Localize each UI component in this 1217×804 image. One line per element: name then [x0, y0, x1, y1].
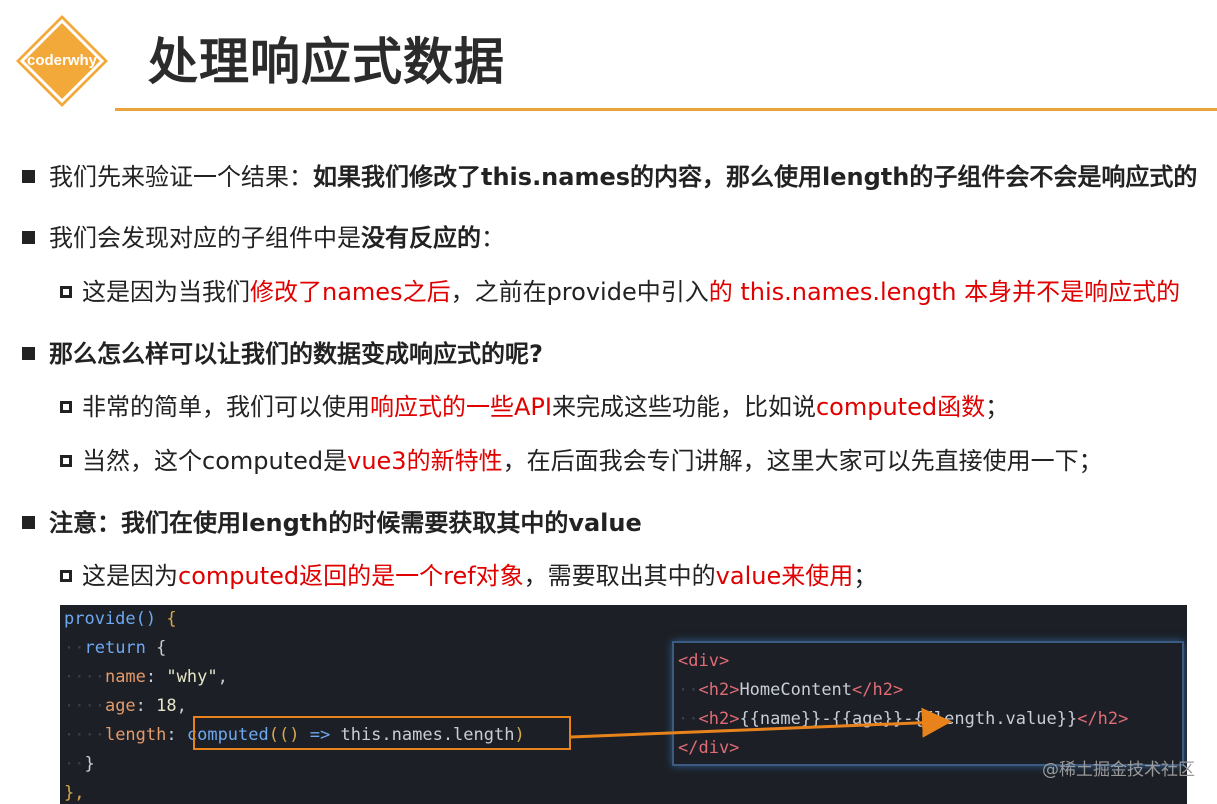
tpl-line-h2-2: ··<h2>{{name}}-{{age}}-{{length.value}}<…	[678, 709, 1129, 729]
line-text: 非常的简单，我们可以使用	[82, 393, 370, 421]
template-box	[672, 641, 1184, 766]
line-text: 这是因为	[82, 562, 178, 590]
code-line-provide: provide() {	[64, 609, 177, 629]
line-text: 当然，这个computed是	[82, 447, 348, 475]
line-text-red: 的 this.names.length 本身并不是响应式的	[708, 278, 1181, 306]
sub-bullet-line-2: 非常的简单，我们可以使用响应式的一些API来完成这些功能，比如说computed…	[60, 387, 1009, 422]
square-bullet-icon	[22, 347, 35, 360]
line-text-bold: 如果我们修改了this.names的内容，那么使用length的子组件会不会是响…	[313, 163, 1198, 191]
code-line-age: ····age: 18,	[64, 696, 187, 716]
line-text: ；	[985, 393, 1010, 421]
sub-bullet-line-3: 当然，这个computed是vue3的新特性，在后面我会专门讲解，这里大家可以先…	[60, 441, 1103, 476]
hollow-square-bullet-icon	[60, 286, 72, 298]
line-text: 来完成这些功能，比如说	[551, 393, 816, 421]
tpl-line-div-close: </div>	[678, 738, 740, 758]
line-text-bold: 没有反应的	[361, 224, 481, 252]
line-text-red: 修改了names之后	[250, 278, 451, 306]
line-text: ，之前在provide中引入	[450, 278, 709, 306]
line-text-red: vue3的新特性	[347, 447, 503, 475]
title-underline	[115, 108, 1217, 111]
watermark: @稀土掘金技术社区	[1042, 760, 1195, 780]
logo-diamond-icon	[16, 15, 108, 107]
page-title: 处理响应式数据	[148, 33, 505, 91]
line-text-red: computed返回的是一个ref对象	[178, 562, 524, 590]
square-bullet-icon	[22, 170, 35, 183]
line-text-bold: 注意：我们在使用length的时候需要获取其中的value	[49, 509, 642, 537]
sub-bullet-line-1: 这是因为当我们修改了names之后，之前在provide中引入的 this.na…	[60, 272, 1180, 307]
line-text: ，需要取出其中的	[523, 562, 716, 590]
bullet-line-2: 我们会发现对应的子组件中是没有反应的：	[22, 218, 505, 253]
sub-bullet-line-4: 这是因为computed返回的是一个ref对象，需要取出其中的value来使用；	[60, 556, 877, 591]
line-text: 我们先来验证一个结果：	[49, 163, 313, 191]
hollow-square-bullet-icon	[60, 455, 72, 467]
bullet-line-3: 那么怎么样可以让我们的数据变成响应式的呢?	[22, 334, 543, 369]
coderwhy-logo: coderwhy	[14, 13, 110, 109]
line-text-bold: 那么怎么样可以让我们的数据变成响应式的呢?	[49, 340, 543, 368]
line-text: ；	[853, 562, 878, 590]
code-line-close-outer: },	[64, 783, 85, 803]
code-line-return: ··return {	[64, 638, 167, 658]
hollow-square-bullet-icon	[60, 401, 72, 413]
square-bullet-icon	[22, 516, 35, 529]
line-text-red: value来使用	[715, 562, 854, 590]
line-text-red: 响应式的一些API	[370, 393, 552, 421]
arrow-icon	[570, 707, 952, 739]
computed-highlight-box	[193, 716, 571, 750]
line-text: ：	[481, 224, 505, 252]
hollow-square-bullet-icon	[60, 570, 72, 582]
line-text: ，在后面我会专门讲解，这里大家可以先直接使用一下；	[502, 447, 1103, 475]
tpl-line-div-open: <div>	[678, 651, 730, 671]
bullet-line-1: 我们先来验证一个结果：如果我们修改了this.names的内容，那么使用leng…	[22, 157, 1197, 192]
line-text: 我们会发现对应的子组件中是	[49, 224, 361, 252]
bullet-line-4: 注意：我们在使用length的时候需要获取其中的value	[22, 503, 642, 538]
code-line-name: ····name: "why",	[64, 667, 228, 687]
code-screenshot: provide() { ··return { ····name: "why", …	[60, 605, 1187, 804]
line-text: 这是因为当我们	[82, 278, 250, 306]
square-bullet-icon	[22, 231, 35, 244]
code-line-length: ····length: computed(() => this.names.le…	[64, 725, 525, 745]
tpl-line-h2-1: ··<h2>HomeContent</h2>	[678, 680, 904, 700]
code-line-close-inner: ··}	[64, 754, 95, 774]
line-text-red: computed函数	[815, 393, 986, 421]
logo-text: coderwhy	[26, 52, 98, 69]
